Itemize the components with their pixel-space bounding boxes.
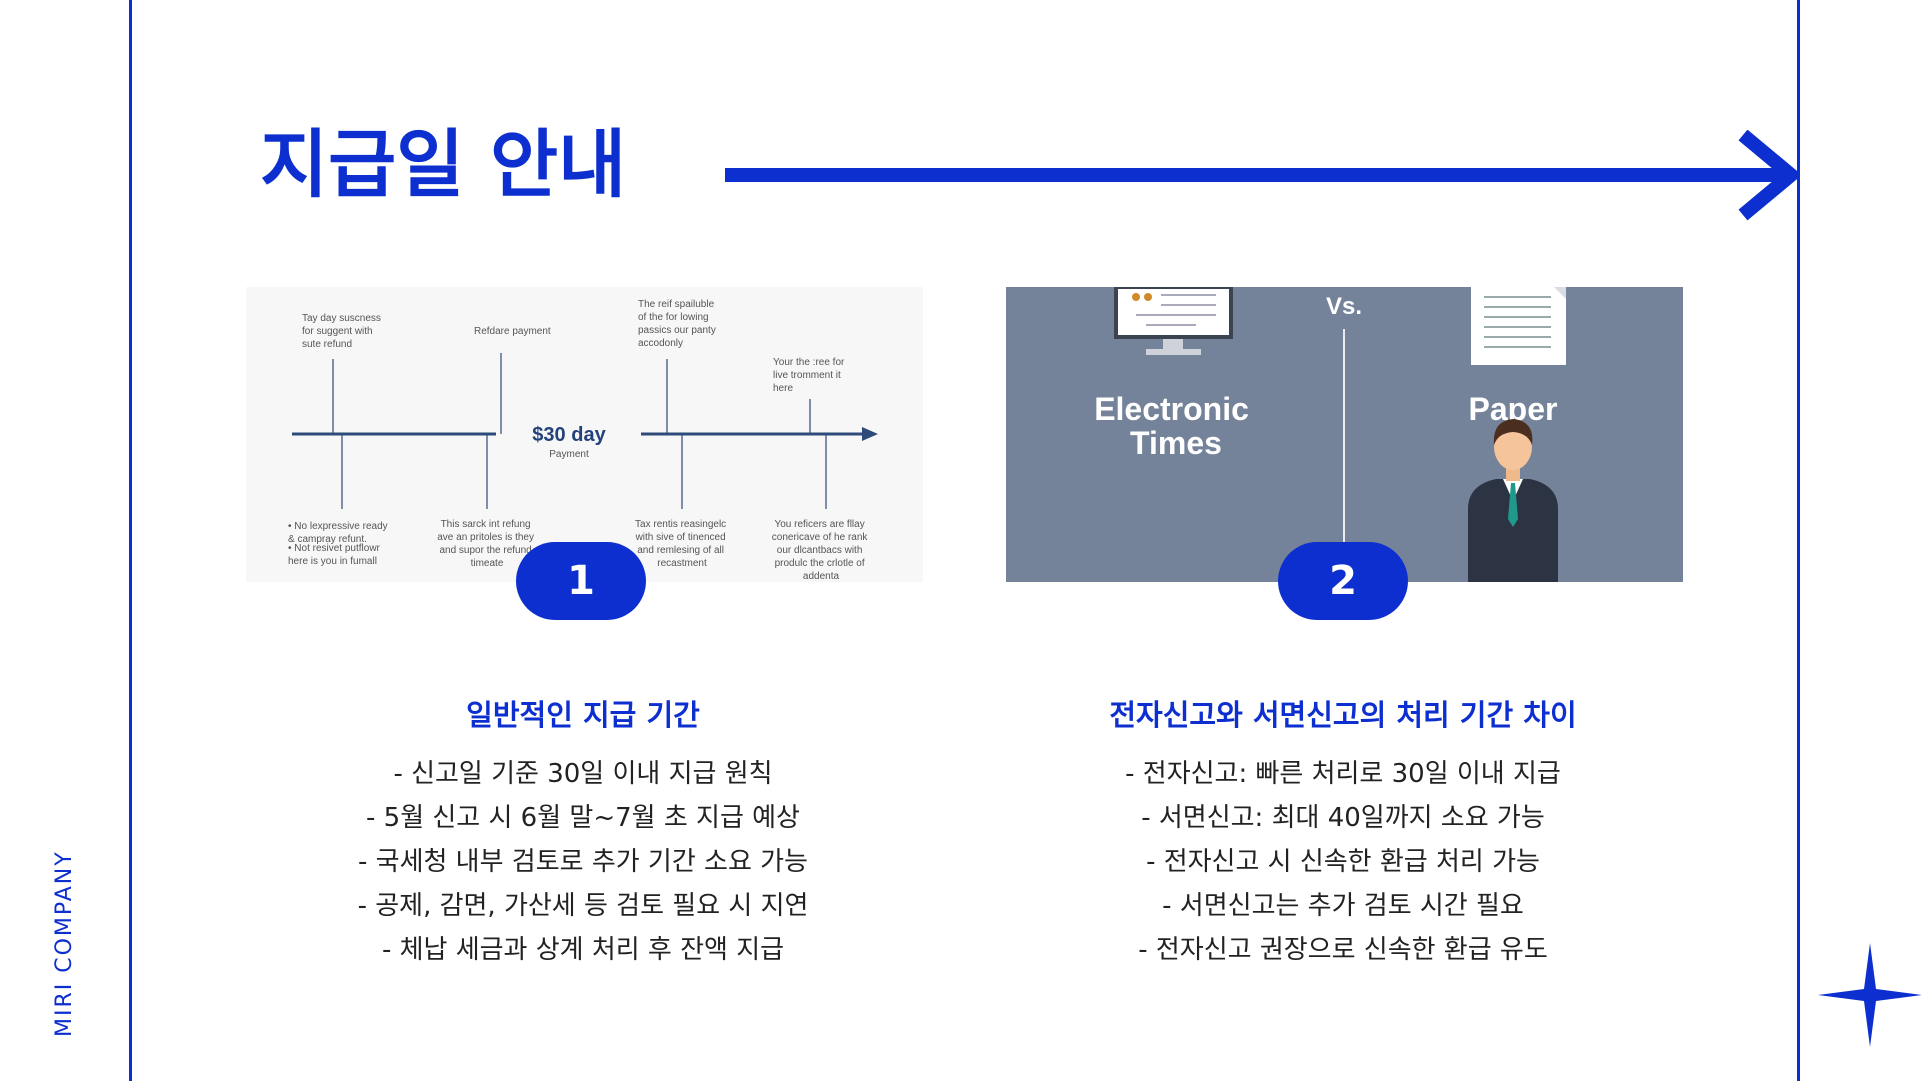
comparison-graphic: Vs. Electronic Times Paper <box>1094 287 1566 582</box>
timeline-bottom-note: Tax rentis reasingelc with sive of tinen… <box>635 519 729 569</box>
timeline-image: Tay day suscness for suggent with sute r… <box>246 287 923 582</box>
document-icon <box>1471 287 1566 365</box>
bullet-item: - 공제, 감면, 가산세 등 검토 필요 시 지연 <box>357 891 809 921</box>
bullet-item: - 국세청 내부 검토로 추가 기간 소요 가능 <box>358 847 808 877</box>
column-2-title: 전자신고와 서면신고의 처리 기간 차이 <box>1109 698 1577 732</box>
timeline-top-note: Your the :ree for live tromment it here <box>773 357 847 394</box>
step-badge-1: 1 <box>516 542 646 620</box>
timeline-bottom-note: This sarck int refung ave an pritoles is… <box>437 519 537 569</box>
bullet-item: - 전자신고 권장으로 신속한 환급 유도 <box>1138 935 1548 965</box>
timeline-top-note: The reif spailuble of the for lowing pas… <box>638 299 719 349</box>
brand-label: MIRI COMPANY <box>52 850 77 1037</box>
bullet-item: - 전자신고 시 신속한 환급 처리 가능 <box>1146 847 1540 877</box>
right-frame-line <box>1797 0 1800 1081</box>
businessman-icon <box>1468 419 1558 582</box>
bullet-item: - 서면신고는 추가 검토 시간 필요 <box>1162 891 1524 921</box>
bullet-item: - 체납 세금과 상계 처리 후 잔액 지급 <box>381 935 785 965</box>
arrow-right-icon <box>725 130 1800 221</box>
column-2-bullets: - 전자신고: 빠른 처리로 30일 이내 지급 - 서면신고: 최대 40일까… <box>1093 752 1593 972</box>
timeline-graphic: Tay day suscness for suggent with sute r… <box>288 299 878 582</box>
bullet-item: - 5월 신고 시 6월 말~7월 초 지급 예상 <box>366 803 800 833</box>
step-badge-2: 2 <box>1278 542 1408 620</box>
timeline-top-note: Refdare payment <box>474 326 551 337</box>
sparkle-star-icon <box>1818 943 1921 1047</box>
monitor-icon <box>1114 287 1233 355</box>
column-1-title: 일반적인 지급 기간 <box>466 698 700 732</box>
timeline-top-note: Tay day suscness for suggent with sute r… <box>302 313 384 350</box>
bullet-item: - 서면신고: 최대 40일까지 소요 가능 <box>1141 803 1545 833</box>
timeline-center-label: Payment <box>549 449 589 460</box>
bullet-item: - 전자신고: 빠른 처리로 30일 이내 지급 <box>1125 759 1561 789</box>
page-title: 지급일 안내 <box>260 122 627 208</box>
timeline-bottom-note: • No lexpressive ready & campray refunt.… <box>288 521 390 567</box>
column-1-bullets: - 신고일 기준 30일 이내 지급 원칙 - 5월 신고 시 6월 말~7월 … <box>333 752 833 972</box>
bullet-item: - 신고일 기준 30일 이내 지급 원칙 <box>393 759 773 789</box>
comparison-image: Vs. Electronic Times Paper <box>1006 287 1683 582</box>
timeline-bottom-note: You reficers are fllay conericave of he … <box>772 519 870 582</box>
timeline-center-value: $30 day <box>532 424 606 446</box>
vs-label: Vs. <box>1326 293 1362 320</box>
electronic-label: Electronic Times <box>1094 391 1258 461</box>
left-frame-line <box>129 0 132 1081</box>
